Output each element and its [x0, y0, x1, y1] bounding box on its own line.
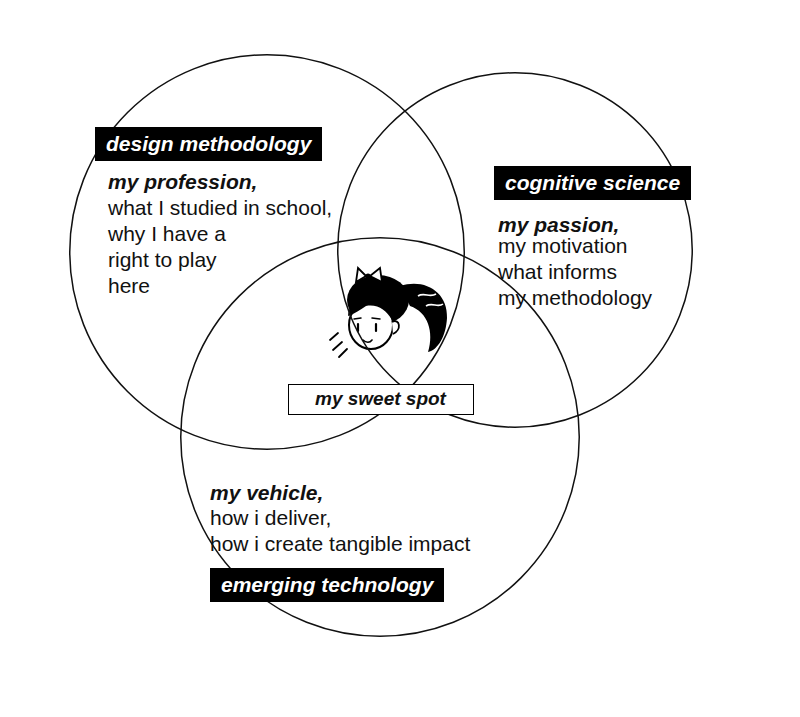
sweet-spot-label: my sweet spot — [315, 387, 447, 411]
circle-body: what I studied in school, why I have a r… — [108, 195, 358, 521]
hair-bow — [356, 268, 382, 282]
ear — [392, 321, 399, 334]
circle-label: cognitive science — [494, 166, 691, 200]
bangs — [348, 294, 396, 320]
circle-label: design methodology — [95, 127, 322, 161]
circle-body: my motivation what informs my methodolog… — [498, 233, 668, 311]
circle-heading: my vehicle, — [210, 480, 323, 506]
circle-heading: my profession, — [108, 169, 257, 195]
ponytail-wave — [418, 294, 443, 306]
circle-stroke — [338, 73, 693, 428]
mouth — [363, 340, 372, 342]
eyes — [358, 324, 376, 331]
circle-label: emerging technology — [210, 568, 444, 602]
bow-knot — [365, 273, 370, 278]
circle-stroke — [181, 238, 580, 637]
venn-circle: cognitive sciencemy passion,my motivatio… — [337, 72, 693, 428]
circle-body: how i deliver, how i create tangible imp… — [210, 505, 530, 557]
motion-lines — [330, 333, 347, 357]
brows — [354, 318, 380, 319]
sweet-spot-box: my sweet spot — [288, 384, 474, 415]
